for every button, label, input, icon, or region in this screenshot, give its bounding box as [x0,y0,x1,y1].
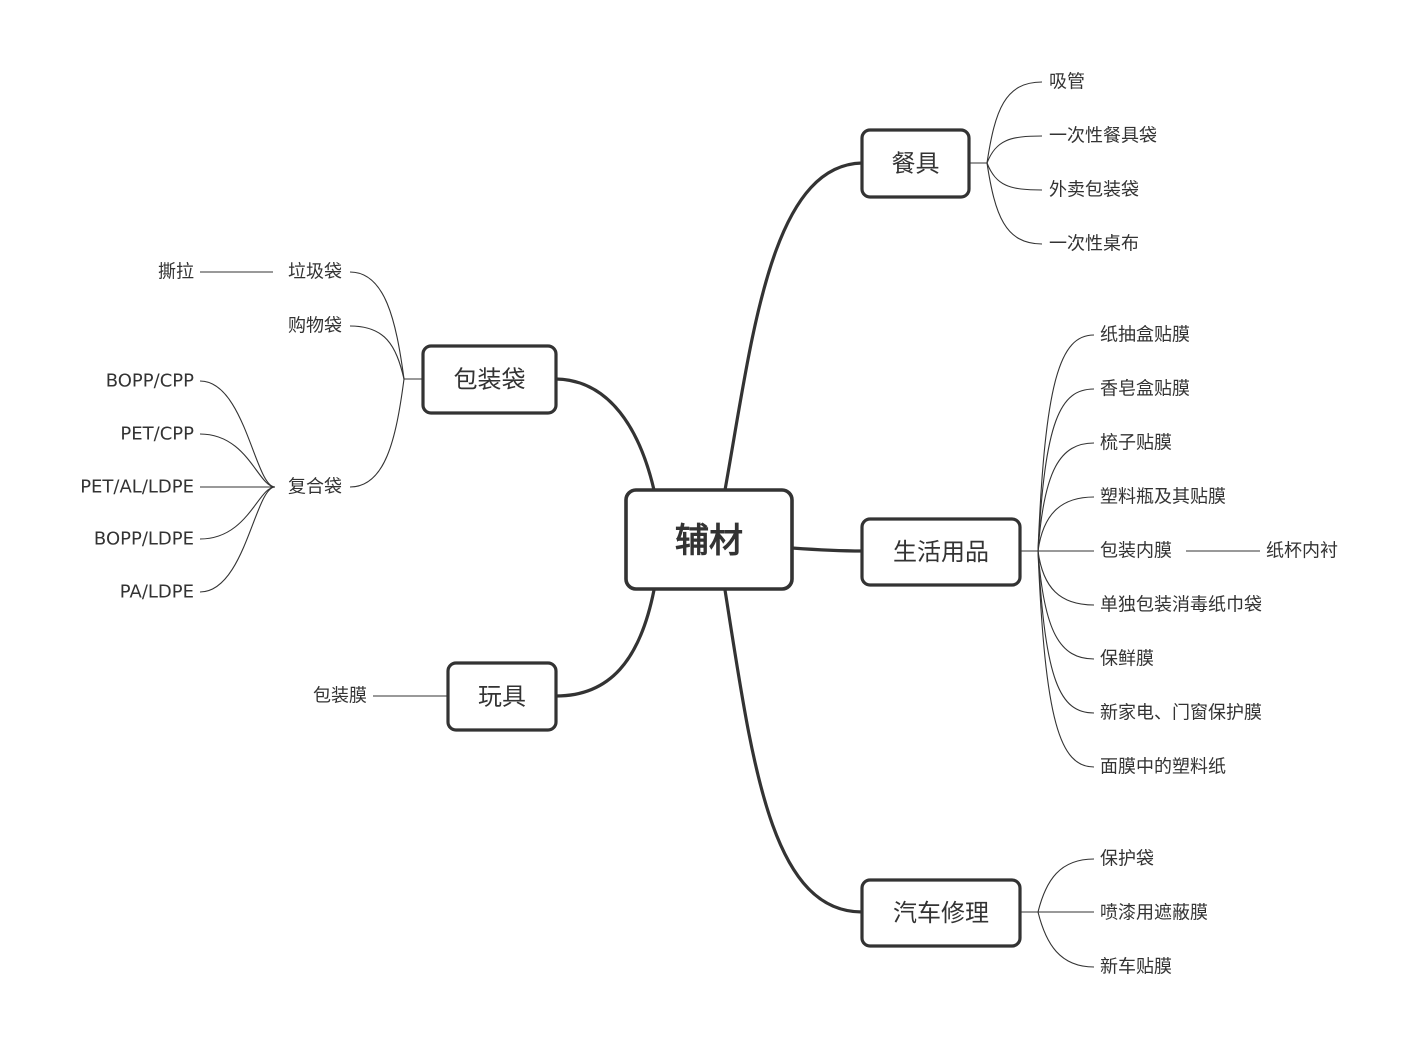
root-label: 辅材 [675,521,743,561]
connectors-daily-goods [1020,334,1260,768]
leaf-item-child: 撕拉 [158,262,194,283]
branch-label-toys: 玩具 [478,683,526,711]
branch-node-daily-goods: 生活用品 [860,517,1022,587]
leaf-item: 一次性桌布 [1049,234,1139,255]
leaves-tableware: 吸管 一次性餐具袋 外卖包装袋 一次性桌布 [1049,72,1157,255]
connectors-packaging [199,271,423,593]
branch-label-auto-repair: 汽车修理 [893,899,989,927]
leaf-item: 塑料瓶及其贴膜 [1100,487,1226,508]
leaf-item: 喷漆用遮蔽膜 [1100,903,1208,924]
branch-node-auto-repair: 汽车修理 [860,878,1022,948]
branch-label-daily-goods: 生活用品 [893,538,989,566]
leaf-item: 保鲜膜 [1100,649,1154,670]
leaves-toys: 包装膜 [313,686,367,707]
leaf-item: 复合袋 [288,477,342,498]
leaf-item: 包装内膜 [1100,541,1172,562]
branch-node-tableware: 餐具 [860,128,971,199]
leaf-item: 梳子贴膜 [1100,433,1172,454]
connectors-auto-repair [1020,858,1095,968]
root-node: 辅材 [624,488,794,591]
leaf-item-child: BOPP/LDPE [94,529,194,550]
connector-root-daily-goods [790,546,864,553]
leaf-item: 外卖包装袋 [1049,180,1139,201]
leaf-item: 垃圾袋 [288,262,342,283]
leaf-item: 新车贴膜 [1100,957,1172,978]
connectors-tableware [969,81,1043,245]
branch-label-packaging: 包装袋 [454,366,526,394]
connector-root-tableware [723,161,864,492]
connector-root-toys [554,588,656,698]
branch-node-packaging: 包装袋 [421,344,558,415]
leaf-item-child: PET/AL/LDPE [80,477,194,498]
branch-node-toys: 玩具 [446,661,558,732]
leaf-item: 吸管 [1049,72,1085,93]
leaves-packaging: 垃圾袋 撕拉 购物袋 复合袋 BOPP/CPP PET/CPP PET/AL/L… [80,262,342,603]
connector-root-packaging [554,377,656,492]
leaf-item: 香皂盒贴膜 [1100,379,1190,400]
leaf-item: 包装膜 [313,686,367,707]
connector-root-auto-repair [723,588,864,914]
leaf-item: 纸抽盒贴膜 [1100,325,1190,346]
leaf-item: 新家电、门窗保护膜 [1100,703,1262,724]
leaf-item-child: PET/CPP [120,424,194,445]
leaf-item: 单独包装消毒纸巾袋 [1100,595,1262,616]
leaf-item: 购物袋 [288,316,342,337]
leaf-item-child: BOPP/CPP [106,371,194,392]
leaves-auto-repair: 保护袋 喷漆用遮蔽膜 新车贴膜 [1100,849,1208,978]
leaf-item-child: 纸杯内衬 [1266,541,1338,562]
leaf-item: 保护袋 [1100,849,1154,870]
branch-label-tableware: 餐具 [892,150,940,178]
leaves-daily-goods: 纸抽盒贴膜 香皂盒贴膜 梳子贴膜 塑料瓶及其贴膜 包装内膜 纸杯内衬 单独包装消… [1100,325,1338,778]
leaf-item: 面膜中的塑料纸 [1100,757,1226,778]
leaf-item: 一次性餐具袋 [1049,126,1157,147]
leaf-item-child: PA/LDPE [120,582,194,603]
